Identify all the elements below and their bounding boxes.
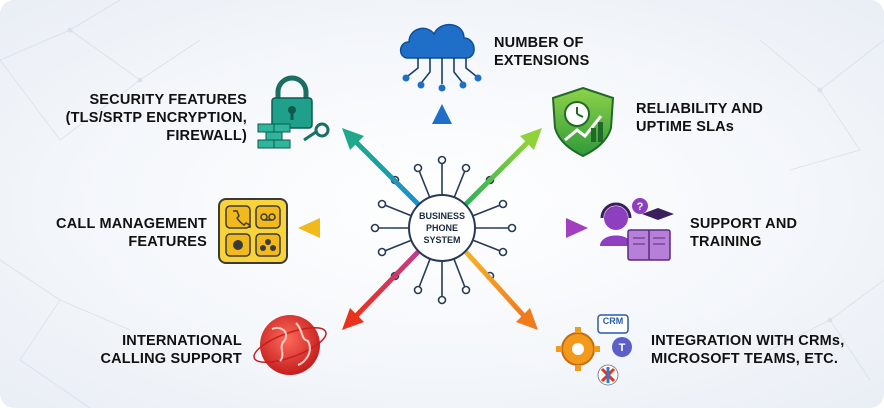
label-reliability-line-1: RELIABILITY AND [636, 101, 764, 117]
globe-icon [253, 315, 327, 375]
label-integration: INTEGRATION WITH CRMs, MICROSOFT TEAMS, … [651, 332, 844, 368]
hub-line-3: SYSTEM [423, 235, 460, 245]
label-international: INTERNATIONAL CALLING SUPPORT [100, 332, 242, 368]
label-extensions-line-2: EXTENSIONS [494, 53, 590, 69]
arrow-international [342, 249, 421, 330]
phone-features-icon [218, 198, 288, 264]
arrow-security [342, 128, 421, 207]
hub-line-2: PHONE [426, 223, 458, 233]
label-call-management-line-2: FEATURES [128, 234, 207, 250]
padlock-firewall-icon [257, 75, 330, 149]
label-integration-line-2: MICROSOFT TEAMS, ETC. [651, 351, 839, 367]
label-support-line-2: TRAINING [690, 234, 762, 250]
label-call-management: CALL MANAGEMENT FEATURES [56, 215, 207, 251]
label-integration-line-1: INTEGRATION WITH CRMs, [651, 333, 845, 349]
hub-line-1: BUSINESS [419, 211, 465, 221]
hub-label: BUSINESS PHONE SYSTEM [419, 211, 465, 245]
headset-book-icon: ? [600, 198, 674, 261]
hub [408, 194, 476, 262]
shield-clock-icon [551, 86, 615, 158]
label-reliability-line-2: UPTIME SLAs [636, 119, 735, 135]
gear-integrations-icon: T [556, 314, 632, 386]
svg-text:T: T [619, 342, 626, 354]
label-support-line-1: SUPPORT AND [690, 216, 798, 232]
arrow-up-extensions [432, 104, 452, 199]
label-reliability: RELIABILITY AND UPTIME SLAs [636, 100, 763, 136]
label-support: SUPPORT AND TRAINING [690, 215, 797, 251]
label-security-line-1: SECURITY FEATURES [89, 92, 247, 108]
svg-text:?: ? [637, 201, 644, 213]
cloud-network-icon [399, 24, 482, 92]
label-international-line-1: INTERNATIONAL [122, 333, 242, 349]
arrow-support [475, 218, 588, 238]
crm-badge-text: CRM [603, 316, 624, 326]
label-security: SECURITY FEATURES (TLS/SRTP ENCRYPTION, … [66, 91, 247, 145]
label-security-line-3: FIREWALL) [166, 128, 247, 144]
label-security-line-2: (TLS/SRTP ENCRYPTION, [65, 110, 247, 126]
arrow-call-management [298, 218, 409, 238]
arrow-integration [463, 249, 538, 330]
label-international-line-2: CALLING SUPPORT [100, 351, 242, 367]
label-extensions-line-1: NUMBER OF [494, 35, 584, 51]
label-call-management-line-1: CALL MANAGEMENT [56, 216, 207, 232]
label-extensions: NUMBER OF EXTENSIONS [494, 34, 589, 70]
arrow-reliability [463, 128, 542, 207]
